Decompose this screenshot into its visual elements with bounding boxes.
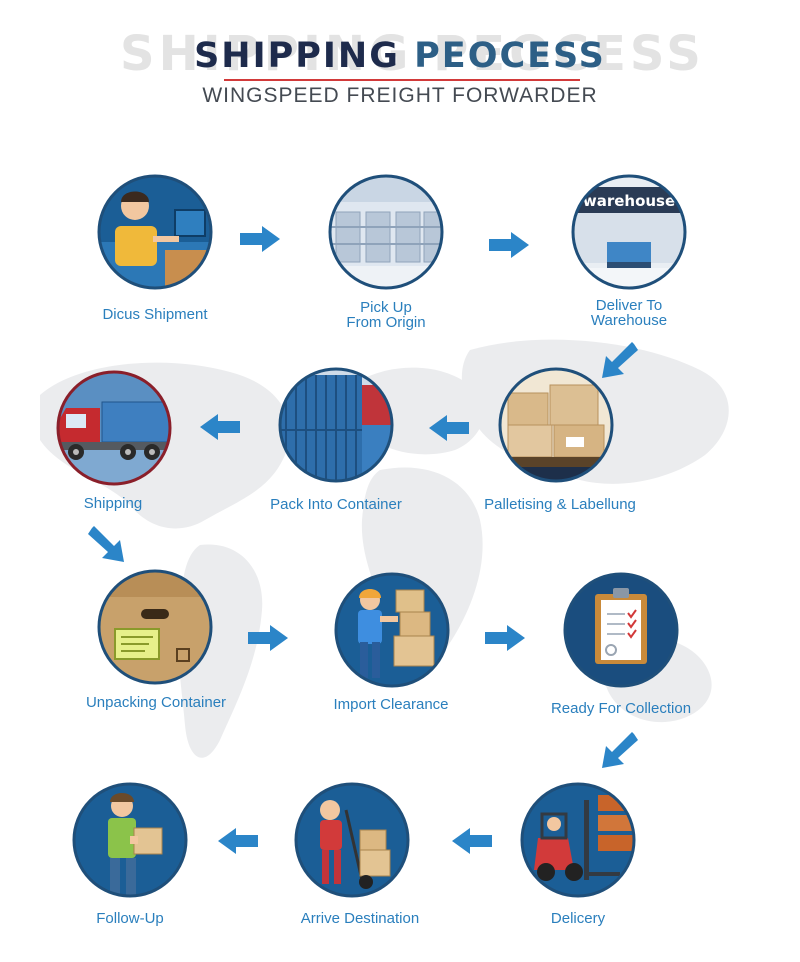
arrow-right-icon — [485, 625, 525, 651]
step-label: Unpacking Container — [85, 694, 227, 711]
arrow-down-left-icon — [602, 342, 638, 378]
step-label: Delicery — [550, 910, 606, 927]
arrow-left-icon — [218, 828, 258, 854]
arrow-right-icon — [240, 226, 280, 252]
arrow-right-icon — [489, 232, 529, 258]
shipping-containers-icon — [278, 367, 394, 483]
step-label: Shipping — [83, 495, 143, 512]
step-label: Dicus Shipment — [102, 306, 208, 323]
pallet-boxes-icon — [498, 367, 614, 483]
arrow-left-icon — [200, 414, 240, 440]
arrow-left-icon — [452, 828, 492, 854]
arrow-down-right-icon — [88, 526, 124, 562]
worker-scanning-boxes-icon — [334, 572, 450, 688]
step-label: Pack Into Container — [270, 496, 402, 513]
step-label: Pick Up From Origin — [346, 299, 426, 331]
arrow-right-icon — [248, 625, 288, 651]
title-ghost-text: SHIPPING PEOCESS — [120, 26, 705, 82]
hand-truck-worker-icon — [294, 782, 410, 898]
warehouse-racks-icon — [328, 174, 444, 290]
page-subtitle: WINGSPEED FREIGHT FORWARDER — [202, 84, 598, 107]
title-word-shipping: SHIPPING — [194, 36, 400, 76]
step-label: Arrive Destination — [300, 910, 420, 927]
title-word-process: PEOCESS — [414, 36, 606, 76]
forklift-icon — [520, 782, 636, 898]
arrow-down-left-icon — [602, 732, 638, 768]
title-underline — [224, 79, 580, 81]
person-holding-box-icon — [72, 782, 188, 898]
step-label: Palletising & Labellung — [484, 496, 636, 513]
open-box-icon — [97, 569, 213, 685]
step-label: Deliver To Warehouse — [590, 297, 668, 329]
step-label: Follow-Up — [96, 910, 164, 927]
warehouse-icon: warehouse — [571, 174, 687, 290]
step-label: Import Clearance — [333, 696, 449, 713]
truck-icon — [56, 370, 172, 486]
page-title: SHIPPING PEOCESS — [150, 36, 650, 76]
step-label: Ready For Collection — [550, 700, 692, 717]
agent-at-desk-icon — [97, 174, 213, 290]
clipboard-checklist-icon — [563, 572, 679, 688]
warehouse-sign-text: warehouse — [583, 192, 675, 210]
arrow-left-icon — [429, 415, 469, 441]
